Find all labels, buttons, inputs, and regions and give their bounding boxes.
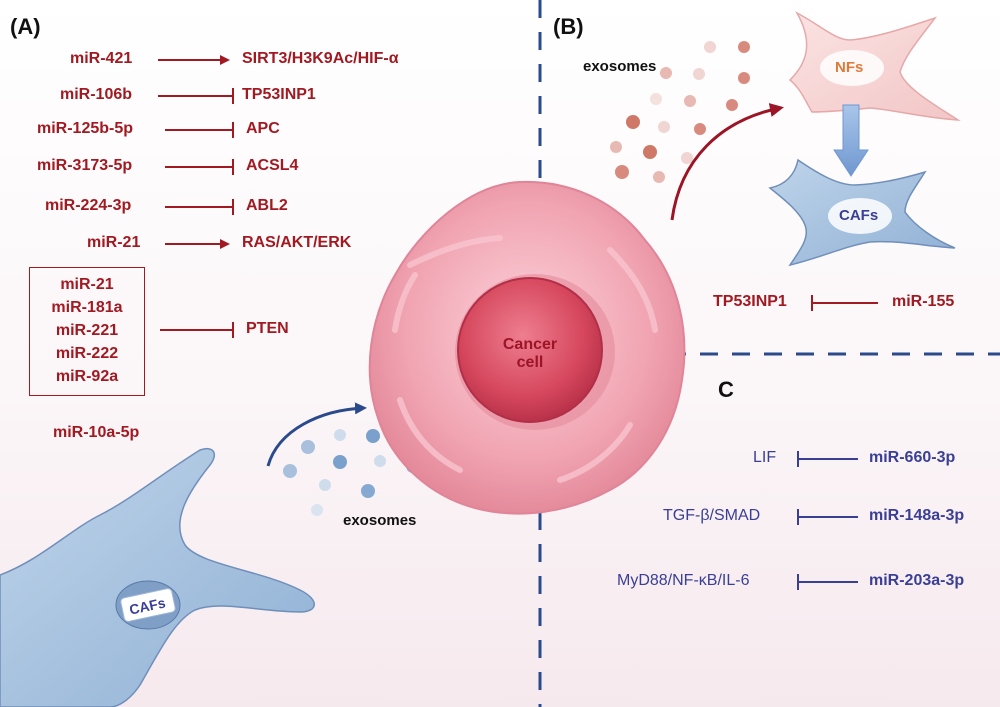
mir-label: miR-224-3p bbox=[45, 197, 132, 214]
caf-cell-b bbox=[768, 158, 956, 267]
mir-group-box: miR-21 miR-181a miR-221 miR-222 miR-92a bbox=[29, 267, 145, 396]
nf-to-caf-arrow bbox=[833, 104, 869, 177]
mir-label: miR-106b bbox=[60, 86, 133, 103]
caf-cell-a bbox=[0, 448, 315, 707]
target-label: TP53INP1 bbox=[242, 86, 316, 103]
exosomes-label-a: exosomes bbox=[343, 512, 417, 529]
target-label-myd88: MyD88/NF-κB/IL-6 bbox=[617, 572, 750, 589]
panel-a-arrows bbox=[158, 55, 234, 338]
cancer-cell-label-line1: Cancer bbox=[502, 336, 558, 353]
target-label-pten: PTEN bbox=[246, 320, 289, 337]
nf-cell bbox=[788, 11, 961, 121]
mir-label-660: miR-660-3p bbox=[869, 449, 956, 466]
target-label: RAS/AKT/ERK bbox=[242, 234, 352, 251]
nf-label: NFs bbox=[835, 59, 864, 76]
target-label: ABL2 bbox=[246, 197, 288, 214]
caf-to-cell-arrow bbox=[266, 402, 367, 467]
mir-label: miR-125b-5p bbox=[37, 120, 134, 137]
mir-label: miR-3173-5p bbox=[37, 157, 133, 174]
group-mir-label: miR-181a bbox=[51, 299, 123, 316]
mir-label-203: miR-203a-3p bbox=[869, 572, 965, 589]
target-label-lif: LIF bbox=[753, 449, 777, 466]
cancer-cell-label-line2: cell bbox=[516, 354, 544, 371]
caf-label-b: CAFs bbox=[839, 207, 879, 224]
panel-c-inhibits bbox=[797, 451, 858, 590]
group-mir-label: miR-21 bbox=[60, 276, 114, 293]
panel-label-a: (A) bbox=[10, 14, 41, 39]
target-label: SIRT3/H3K9Ac/HIF-α bbox=[242, 50, 399, 67]
target-label-tp53inp1-b: TP53INP1 bbox=[713, 293, 787, 310]
mir-standalone-label: miR-10a-5p bbox=[53, 424, 140, 441]
target-label: APC bbox=[246, 120, 280, 137]
panel-label-b: (B) bbox=[553, 14, 584, 39]
target-label-tgfb: TGF-β/SMAD bbox=[663, 507, 761, 524]
exosomes-red bbox=[610, 41, 750, 183]
mir-label-148: miR-148a-3p bbox=[869, 507, 965, 524]
cell-to-nf-arrow bbox=[670, 103, 784, 221]
cancer-cell-label: Cancer cell bbox=[470, 336, 590, 372]
mir-label: miR-21 bbox=[87, 234, 141, 251]
panel-label-c: C bbox=[718, 377, 734, 402]
exosomes-label-b: exosomes bbox=[583, 58, 657, 75]
cancer-cell bbox=[368, 180, 686, 515]
target-label: ACSL4 bbox=[246, 157, 299, 174]
mir-label: miR-421 bbox=[70, 50, 133, 67]
mir-label-155: miR-155 bbox=[892, 293, 955, 310]
group-mir-label: miR-222 bbox=[55, 345, 119, 362]
group-mir-label: miR-221 bbox=[55, 322, 119, 339]
panel-b-inhibit bbox=[811, 295, 878, 311]
group-mir-label: miR-92a bbox=[55, 368, 119, 385]
